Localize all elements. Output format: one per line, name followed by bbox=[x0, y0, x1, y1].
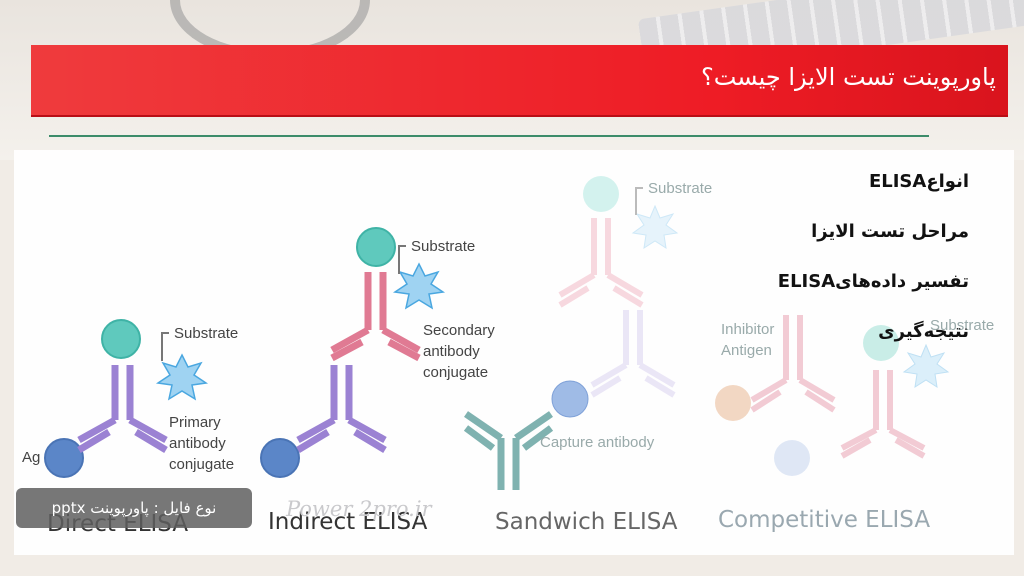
inhibitor-label-1: Inhibitor bbox=[721, 321, 774, 338]
primary-antibody-icon bbox=[77, 365, 168, 454]
file-type-badge: نوع فایل : پاورپوینت pptx bbox=[16, 488, 252, 528]
secondary-label-3: conjugate bbox=[423, 364, 488, 381]
competitive-substrate-label: Substrate bbox=[930, 317, 994, 334]
topic-menu: انواعELISA مراحل تست الایزا تفسیر داده‌ه… bbox=[778, 168, 969, 368]
capture-antibody-label: Capture antibody bbox=[540, 434, 655, 451]
indirect-substrate-label: Substrate bbox=[411, 238, 475, 255]
title-divider bbox=[49, 135, 929, 137]
sandwich-elisa-title: Sandwich ELISA bbox=[495, 509, 678, 535]
substrate-pointer bbox=[161, 332, 169, 361]
secondary-antibody-icon bbox=[330, 272, 421, 362]
menu-item-test-steps[interactable]: مراحل تست الایزا bbox=[811, 221, 969, 242]
primary-label-2: antibody bbox=[169, 435, 226, 452]
menu-item-conclusion[interactable]: نتیجه‌گیری bbox=[878, 321, 969, 342]
primary-label-3: conjugate bbox=[169, 456, 234, 473]
capture-antibody-icon bbox=[463, 411, 554, 490]
substrate-star-icon bbox=[902, 343, 950, 389]
menu-item-data-interpretation[interactable]: تفسیر داده‌هایELISA bbox=[777, 271, 969, 292]
competitive-elisa-group bbox=[715, 315, 950, 476]
title-banner: پاورپوینت تست الایزا چیست؟ bbox=[31, 45, 1008, 117]
primary-label-1: Primary bbox=[169, 414, 221, 431]
substrate-pointer bbox=[398, 245, 406, 274]
substrate-star-icon bbox=[155, 353, 209, 401]
page-title: پاورپوینت تست الایزا چیست؟ bbox=[700, 63, 996, 91]
antigen-icon bbox=[774, 440, 810, 476]
indirect-elisa-title: Indirect ELISA bbox=[268, 509, 428, 535]
sandwich-elisa-group bbox=[558, 176, 679, 398]
enzyme-icon bbox=[583, 176, 619, 212]
competitive-elisa-title: Competitive ELISA bbox=[718, 507, 930, 533]
inhibitor-label-2: Antigen bbox=[721, 342, 772, 359]
secondary-label-1: Secondary bbox=[423, 322, 495, 339]
sandwich-conjugate-icon bbox=[558, 218, 644, 308]
substrate-pointer bbox=[635, 187, 643, 215]
indirect-elisa-group bbox=[260, 227, 446, 478]
sandwich-substrate-label: Substrate bbox=[648, 180, 712, 197]
antigen-icon bbox=[44, 438, 84, 478]
secondary-label-2: antibody bbox=[423, 343, 480, 360]
primary-antibody-icon bbox=[296, 365, 387, 454]
direct-elisa-group bbox=[44, 319, 209, 478]
watermark: Power 2pro.ir bbox=[285, 497, 434, 521]
sandwich-antibody-icon bbox=[590, 310, 676, 398]
substrate-star-icon bbox=[631, 204, 679, 250]
direct-substrate-label: Substrate bbox=[174, 325, 238, 342]
enzyme-icon bbox=[101, 319, 141, 359]
competitive-conjugate-icon bbox=[840, 370, 926, 459]
menu-item-elisa-types[interactable]: انواعELISA bbox=[868, 171, 969, 192]
captured-antigen-icon bbox=[551, 380, 589, 418]
enzyme-icon bbox=[356, 227, 396, 267]
competitive-antibody-icon bbox=[750, 315, 836, 413]
enzyme-icon bbox=[863, 325, 899, 361]
antigen-icon bbox=[260, 438, 300, 478]
antigen-label: Ag bbox=[22, 449, 40, 466]
substrate-star-icon bbox=[392, 262, 446, 310]
inhibitor-antigen-icon bbox=[715, 385, 751, 421]
